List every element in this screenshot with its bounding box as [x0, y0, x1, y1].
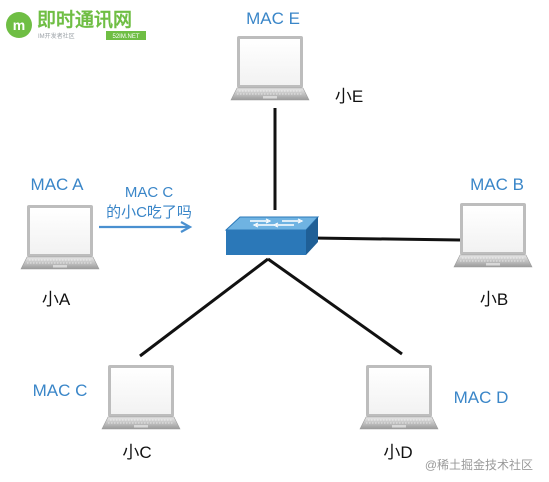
- logo-badge-bg: [106, 31, 146, 40]
- name-label-c: 小C: [122, 443, 151, 462]
- name-label-a: 小A: [42, 290, 71, 309]
- name-label-b: 小B: [480, 290, 508, 309]
- mac-label-d: MAC D: [454, 388, 509, 407]
- mac-label-b: MAC B: [470, 175, 524, 194]
- link-switch-c: [139, 257, 269, 358]
- laptop-b-icon: [453, 202, 533, 268]
- logo-subtitle: IM开发者社区: [38, 32, 75, 40]
- laptop-e-icon: [230, 35, 310, 101]
- logo-badge: 52IM.NET: [112, 34, 139, 40]
- laptop-a-icon: [20, 204, 100, 270]
- logo-mark-icon: [6, 12, 32, 38]
- mac-label-a: MAC A: [31, 175, 85, 194]
- laptop-c-icon: [101, 364, 181, 430]
- laptop-d-icon: [359, 364, 439, 430]
- watermark: @稀土掘金技术社区: [425, 457, 533, 472]
- brand-logo: m 即时通讯网 IM开发者社区 52IM.NET: [6, 9, 146, 40]
- logo-mark-letter-icon: m: [13, 17, 25, 33]
- link-switch-d: [267, 257, 403, 356]
- name-label-d: 小D: [383, 443, 412, 462]
- message-line-1: MAC C: [125, 184, 174, 201]
- mac-label-c: MAC C: [33, 381, 88, 400]
- logo-title: 即时通讯网: [37, 9, 132, 31]
- network-switch-icon: [224, 216, 320, 255]
- name-label-e: 小E: [335, 87, 363, 106]
- message-line-2: 的小C吃了吗: [106, 204, 192, 221]
- link-switch-b: [311, 236, 461, 242]
- message-arrow-icon: [99, 221, 193, 233]
- mac-label-e: MAC E: [246, 9, 300, 28]
